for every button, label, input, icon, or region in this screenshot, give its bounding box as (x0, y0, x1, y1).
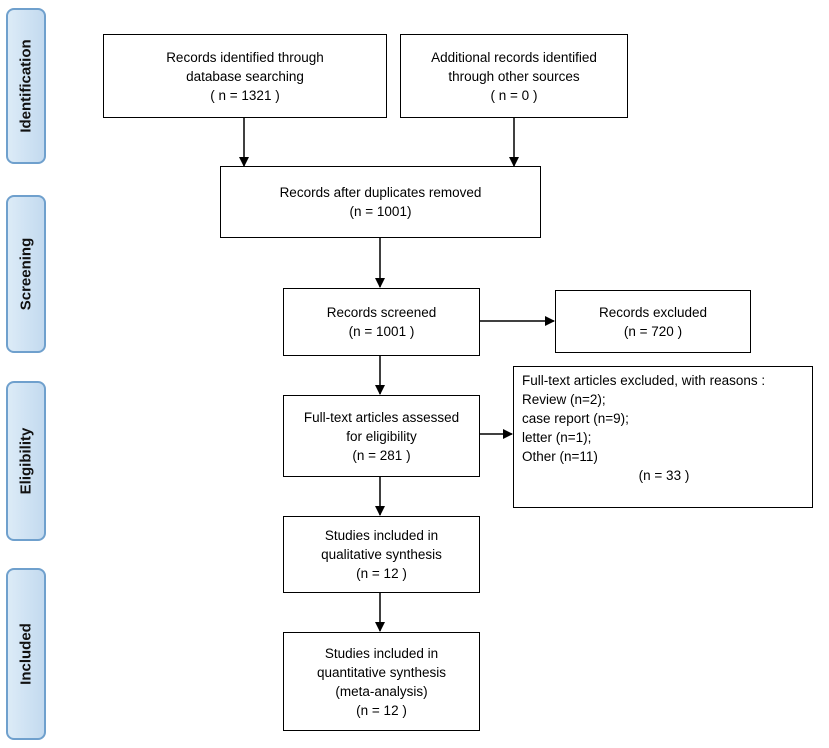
box-duplicates-removed: Records after duplicates removed (n = 10… (220, 166, 541, 238)
box-records-screened-count: (n = 1001 ) (348, 324, 415, 339)
box-database-search: Records identified through database sear… (103, 34, 387, 118)
box-fulltext-excluded-count: (n = 33 ) (638, 468, 690, 483)
box-quantitative-line1: Studies included in (324, 645, 439, 661)
box-records-excluded-count: (n = 720 ) (623, 323, 683, 339)
phase-eligibility: Eligibility (6, 381, 46, 541)
reason-case-report: case report (n=9); (522, 411, 629, 426)
reason-other: Other (n=11) (522, 449, 598, 464)
phase-included-label: Included (17, 623, 35, 685)
box-fulltext-excluded: Full-text articles excluded, with reason… (513, 366, 813, 508)
box-qualitative-synthesis: Studies included in qualitative synthesi… (283, 516, 480, 593)
box-fulltext-assessed: Full-text articles assessed for eligibil… (283, 395, 480, 477)
box-other-sources-count: ( n = 0 ) (490, 87, 538, 103)
box-other-sources-line2: through other sources (448, 68, 580, 84)
box-other-sources: Additional records identified through ot… (400, 34, 628, 118)
box-qualitative-count: (n = 12 ) (356, 566, 407, 581)
box-qualitative-line1: Studies included in (324, 528, 439, 543)
box-fulltext-excluded-heading: Full-text articles excluded, with reason… (522, 373, 766, 388)
reason-review: Review (n=2); (522, 392, 606, 407)
box-duplicates-removed-count: (n = 1001) (349, 204, 412, 219)
box-fulltext-assessed-count: (n = 281 ) (352, 447, 411, 463)
box-records-excluded: Records excluded (n = 720 ) (555, 290, 751, 353)
box-quantitative-line2: quantitative synthesis (316, 664, 447, 680)
phase-screening-label: Screening (17, 237, 35, 311)
phase-identification: Identification (6, 8, 46, 164)
box-records-excluded-line1: Records excluded (598, 304, 708, 320)
box-quantitative-count: (n = 12 ) (356, 702, 407, 718)
box-records-screened-line1: Records screened (326, 305, 437, 320)
box-database-search-count: ( n = 1321 ) (210, 87, 280, 103)
box-other-sources-line1: Additional records identified (431, 49, 597, 65)
box-duplicates-removed-line1: Records after duplicates removed (279, 185, 482, 200)
phase-eligibility-label: Eligibility (17, 427, 35, 495)
reason-letter: letter (n=1); (522, 430, 592, 445)
phase-screening: Screening (6, 195, 46, 353)
box-fulltext-assessed-line2: for eligibility (346, 428, 417, 444)
box-quantitative-synthesis: Studies included in quantitative synthes… (283, 632, 480, 731)
box-records-screened: Records screened (n = 1001 ) (283, 288, 480, 356)
box-database-search-line2: database searching (186, 68, 304, 84)
box-qualitative-line2: qualitative synthesis (321, 547, 442, 562)
phase-identification-label: Identification (17, 39, 35, 133)
phase-included: Included (6, 568, 46, 740)
box-database-search-line1: Records identified through (166, 49, 324, 65)
box-quantitative-line3: (meta-analysis) (335, 683, 428, 699)
box-fulltext-assessed-line1: Full-text articles assessed (303, 409, 460, 425)
